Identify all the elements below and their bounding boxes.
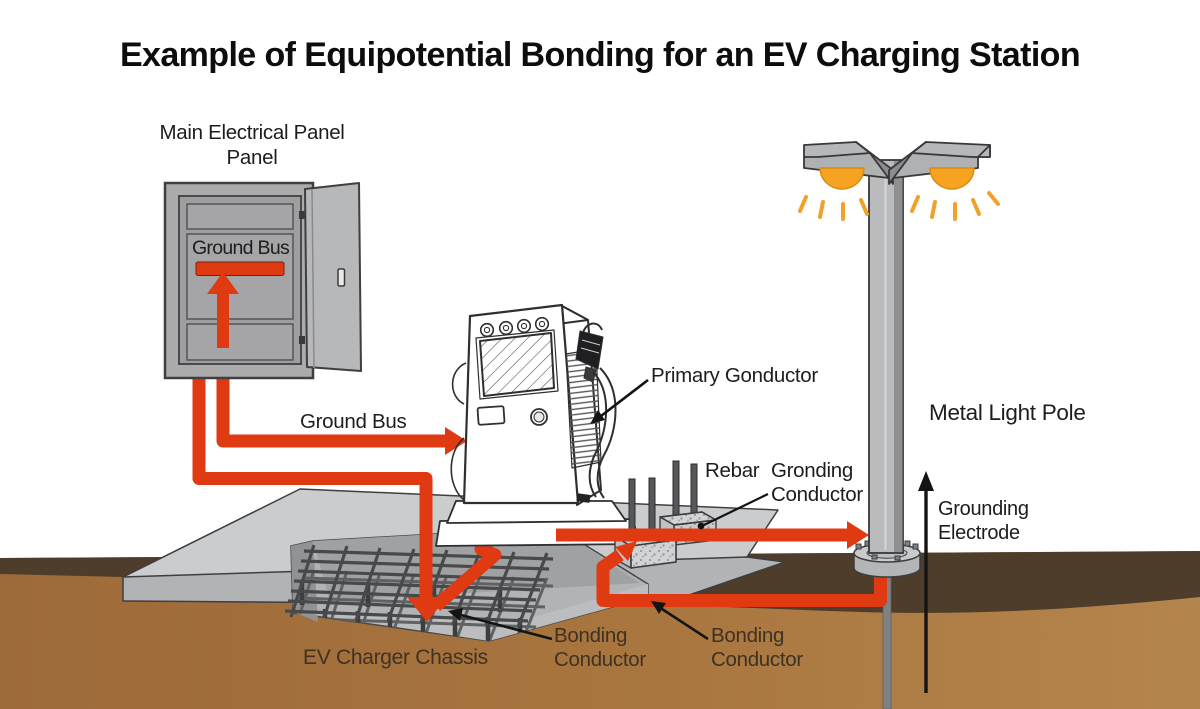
grounding-electrode-label: Grounding Electrode bbox=[938, 498, 1029, 544]
arrowhead-to-charger bbox=[445, 427, 467, 455]
panel-hinge bbox=[299, 211, 305, 219]
ground-bus-wire-label: Ground Bus bbox=[300, 410, 407, 433]
bonding-conductor-left-label: Bonding Conductor bbox=[554, 624, 646, 671]
grounding-conductor-wire bbox=[556, 521, 869, 549]
ev-charger-chassis-label: EV Charger Chassis bbox=[303, 646, 488, 669]
metal-light-pole bbox=[798, 141, 1000, 578]
grounding-conductor-label: Gronding Conductor bbox=[771, 459, 863, 506]
rebar-leader bbox=[703, 493, 769, 526]
rebar-label: Rebar bbox=[705, 459, 760, 482]
bonding-conductor-right-label: Bonding Conductor bbox=[711, 624, 803, 671]
charger-indicators bbox=[479, 316, 550, 338]
pole-arms bbox=[803, 141, 991, 185]
charger-card-slot bbox=[476, 405, 506, 426]
pole-shaft bbox=[868, 159, 904, 554]
ground-bus-bar bbox=[195, 261, 285, 276]
lamp-left bbox=[798, 167, 869, 221]
primary-conductor-leader bbox=[600, 378, 649, 418]
light-rays bbox=[910, 191, 1000, 221]
diagram-title: Example of Equipotential Bonding for an … bbox=[119, 36, 1081, 74]
bonding-left-leader bbox=[460, 613, 553, 641]
anchor-bolts bbox=[855, 540, 919, 561]
ground-bus-wire-to-charger bbox=[216, 376, 446, 448]
annotation-arrows bbox=[448, 378, 934, 693]
arrowhead-into-mesh bbox=[407, 597, 447, 622]
main-electrical-panel bbox=[163, 181, 362, 380]
arrowhead-to-pole bbox=[847, 521, 869, 549]
door-handle bbox=[337, 268, 346, 287]
ev-charger bbox=[435, 303, 640, 547]
underground-bonding-wire bbox=[596, 541, 887, 607]
metal-light-pole-label: Metal Light Pole bbox=[929, 400, 1086, 425]
ground-bus-panel-label: Ground Bus bbox=[191, 237, 290, 259]
grounding-electrode-arrow bbox=[918, 471, 934, 693]
lamp-right bbox=[910, 167, 1000, 221]
ground-bus-arrow bbox=[207, 272, 239, 348]
light-rays bbox=[798, 195, 869, 221]
charger-screen bbox=[479, 332, 555, 397]
panel-hinge bbox=[299, 336, 305, 344]
panel-label: Main Electrical Panel Panel bbox=[159, 121, 345, 169]
primary-conductor-label: Primary Gonductor bbox=[651, 364, 818, 387]
arrowhead-into-block bbox=[615, 541, 637, 561]
wire-panel-to-mesh bbox=[192, 376, 433, 601]
primary-conductor-cable bbox=[596, 367, 617, 499]
bonding-right-leader bbox=[661, 607, 709, 641]
panel-door bbox=[304, 182, 362, 372]
